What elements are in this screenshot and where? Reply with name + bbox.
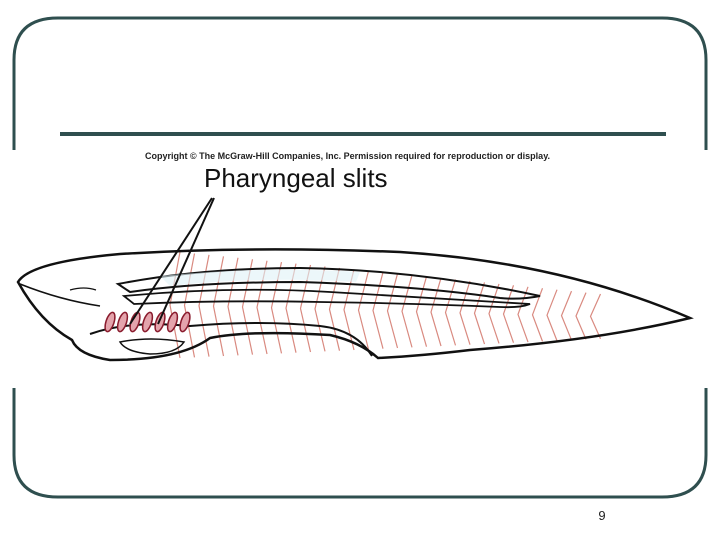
myomere <box>444 279 457 346</box>
myomere <box>575 292 587 340</box>
myomere <box>488 283 500 344</box>
myomere <box>386 273 399 349</box>
copyright-notice: Copyright © The McGraw-Hill Companies, I… <box>145 151 551 161</box>
myomere <box>357 270 370 350</box>
myomere <box>372 272 384 349</box>
pointer-line-2 <box>157 197 215 325</box>
myomere <box>415 276 428 347</box>
title-divider <box>60 132 666 136</box>
oral-tentacle-line <box>69 287 97 291</box>
body-outline <box>16 248 694 362</box>
nerve-cord <box>115 266 541 300</box>
myomere <box>401 275 413 348</box>
myomere <box>473 282 486 345</box>
myomere <box>169 251 181 359</box>
pharyngeal-slit <box>141 311 154 333</box>
oral-hood <box>19 283 101 307</box>
myomeres <box>169 251 602 359</box>
nerve-cord-fill <box>160 269 360 286</box>
pharyngeal-slit <box>116 311 129 333</box>
myomere <box>560 290 573 341</box>
pointer-line-1 <box>129 197 213 325</box>
pharyngeal-slit <box>179 311 191 333</box>
myomere <box>546 289 558 341</box>
myomere <box>517 286 529 343</box>
frame-top-left-corner <box>12 16 708 150</box>
myomere <box>459 280 471 345</box>
gut-pocket <box>118 338 186 355</box>
pharyngeal-slit <box>154 311 166 333</box>
myomere <box>183 253 196 358</box>
pharyngeal-slit <box>166 311 179 333</box>
myomere <box>314 266 326 352</box>
page-number: 9 <box>598 508 606 523</box>
pharyngeal-slit <box>104 311 116 333</box>
myomere <box>589 293 602 339</box>
pharyngeal-slits <box>104 311 191 333</box>
myomere <box>430 277 442 347</box>
notochord <box>121 288 531 309</box>
myomere <box>343 269 355 351</box>
pharyngeal-slits-label: Pharyngeal slits <box>204 163 388 193</box>
frame-bottom-corner <box>12 388 708 499</box>
myomere <box>502 285 515 343</box>
